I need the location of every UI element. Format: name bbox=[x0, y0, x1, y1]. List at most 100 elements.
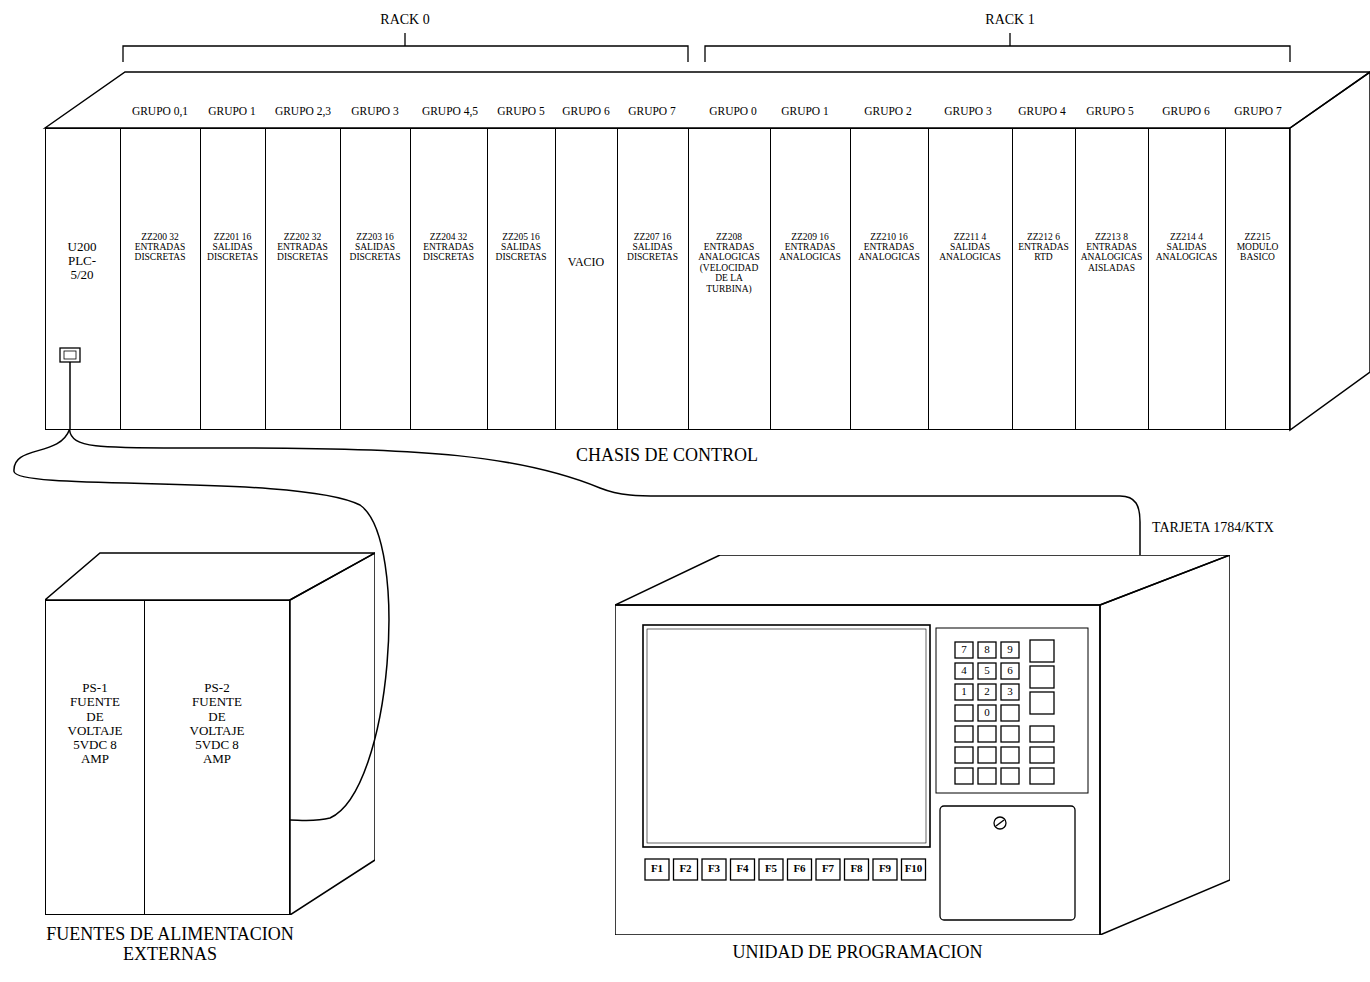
key bbox=[978, 747, 996, 763]
function-key-label: F3 bbox=[708, 862, 720, 875]
group-label: GRUPO 4,5 bbox=[422, 105, 478, 118]
io-module: ZZ203 16 SALIDAS DISCRETAS bbox=[340, 128, 410, 430]
communication-port bbox=[64, 351, 76, 359]
control-chassis: CHASIS DE CONTROLU200 PLC-5/20ZZ200 32 E… bbox=[45, 128, 1290, 430]
enclosure-top-face bbox=[45, 553, 375, 600]
group-label: GRUPO 5 bbox=[1086, 105, 1134, 118]
module-label: ZZ212 6 ENTRADAS RTD bbox=[1018, 232, 1069, 263]
key bbox=[955, 663, 973, 679]
group-label: GRUPO 5 bbox=[497, 105, 545, 118]
key bbox=[978, 726, 996, 742]
io-module: ZZ211 4 SALIDAS ANALOGICAS bbox=[928, 128, 1012, 430]
module-label: VACIO bbox=[568, 256, 604, 269]
key bbox=[1001, 663, 1019, 679]
function-key bbox=[902, 859, 926, 880]
key bbox=[978, 663, 996, 679]
terminal-screen bbox=[647, 629, 926, 843]
terminal-top-face bbox=[615, 555, 1230, 605]
function-key bbox=[645, 859, 669, 880]
group-label: GRUPO 4 bbox=[1018, 105, 1066, 118]
cable-stub bbox=[69, 362, 71, 429]
key bbox=[978, 768, 996, 784]
io-module: ZZ201 16 SALIDAS DISCRETAS bbox=[200, 128, 265, 430]
key-label: 5 bbox=[984, 664, 990, 677]
function-key bbox=[731, 859, 755, 880]
key bbox=[1001, 768, 1019, 784]
key bbox=[1030, 768, 1054, 784]
key bbox=[1001, 642, 1019, 658]
key-label: 7 bbox=[961, 643, 967, 656]
terminal-outline bbox=[615, 555, 1230, 935]
rack-bracket bbox=[123, 33, 688, 62]
function-key-label: F8 bbox=[850, 862, 862, 875]
key bbox=[1001, 705, 1019, 721]
terminal-side-face bbox=[1100, 555, 1230, 935]
function-key bbox=[788, 859, 812, 880]
function-key-label: F1 bbox=[651, 862, 663, 875]
rack-label: RACK 1 bbox=[985, 12, 1034, 28]
module-label: ZZ215 MODULO BASICO bbox=[1237, 232, 1279, 263]
module-label: ZZ203 16 SALIDAS DISCRETAS bbox=[350, 232, 401, 263]
function-key bbox=[759, 859, 783, 880]
interface-card-label: TARJETA 1784/KTX bbox=[1152, 520, 1274, 536]
key-label: 4 bbox=[961, 664, 967, 677]
module-label: ZZ213 8 ENTRADAS ANALOGICAS AISLADAS bbox=[1081, 232, 1143, 274]
key bbox=[1030, 726, 1054, 742]
io-module: ZZ212 6 ENTRADAS RTD bbox=[1012, 128, 1075, 430]
module-label: ZZ210 16 ENTRADAS ANALOGICAS bbox=[858, 232, 920, 263]
key-label: 3 bbox=[1007, 685, 1013, 698]
disk-drive bbox=[940, 806, 1075, 920]
group-label: GRUPO 1 bbox=[781, 105, 829, 118]
group-label: GRUPO 0 bbox=[709, 105, 757, 118]
function-key bbox=[816, 859, 840, 880]
io-module: ZZ205 16 SALIDAS DISCRETAS bbox=[487, 128, 555, 430]
io-module: ZZ215 MODULO BASICO bbox=[1225, 128, 1290, 430]
group-label: GRUPO 2,3 bbox=[275, 105, 331, 118]
key-label: 1 bbox=[961, 685, 967, 698]
group-label: GRUPO 3 bbox=[351, 105, 399, 118]
keypad-panel bbox=[936, 628, 1088, 793]
module-label: ZZ207 16 SALIDAS DISCRETAS bbox=[627, 232, 678, 263]
module-label: PS-2 FUENTE DE VOLTAJE 5VDC 8 AMP bbox=[190, 681, 245, 767]
group-label: GRUPO 0,1 bbox=[132, 105, 188, 118]
io-module: ZZ210 16 ENTRADAS ANALOGICAS bbox=[850, 128, 928, 430]
power-supply-enclosure: FUENTES DE ALIMENTACION EXTERNASPS-1 FUE… bbox=[45, 550, 375, 915]
group-label: GRUPO 3 bbox=[944, 105, 992, 118]
function-key-label: F5 bbox=[765, 862, 777, 875]
key bbox=[955, 747, 973, 763]
unit-heading: FUENTES DE ALIMENTACION EXTERNAS bbox=[25, 925, 315, 965]
io-module: ZZ208 ENTRADAS ANALOGICAS (VELOCIDAD DE … bbox=[688, 128, 770, 430]
power-supply: PS-1 FUENTE DE VOLTAJE 5VDC 8 AMP bbox=[45, 600, 145, 915]
module-label: ZZ208 ENTRADAS ANALOGICAS (VELOCIDAD DE … bbox=[698, 232, 760, 295]
module-label: ZZ209 16 ENTRADAS ANALOGICAS bbox=[779, 232, 841, 263]
group-label: GRUPO 1 bbox=[208, 105, 256, 118]
key bbox=[1030, 747, 1054, 763]
module-label: ZZ201 16 SALIDAS DISCRETAS bbox=[207, 232, 258, 263]
chassis-side-face bbox=[1290, 72, 1370, 430]
io-module: ZZ209 16 ENTRADAS ANALOGICAS bbox=[770, 128, 850, 430]
terminal-screen bbox=[643, 625, 930, 847]
function-key-label: F6 bbox=[793, 862, 805, 875]
function-key-label: F2 bbox=[679, 862, 691, 875]
terminal-front-face bbox=[615, 605, 1100, 935]
cable bbox=[14, 430, 389, 821]
drive-latch bbox=[996, 820, 1004, 826]
group-label: GRUPO 2 bbox=[864, 105, 912, 118]
io-module: ZZ204 32 ENTRADAS DISCRETAS bbox=[410, 128, 487, 430]
power-supply: PS-2 FUENTE DE VOLTAJE 5VDC 8 AMP bbox=[145, 600, 290, 915]
module-label: ZZ214 4 SALIDAS ANALOGICAS bbox=[1156, 232, 1218, 263]
key bbox=[1001, 726, 1019, 742]
key-label: 9 bbox=[1007, 643, 1013, 656]
plc-processor-module: U200 PLC-5/20 bbox=[45, 128, 120, 430]
function-key bbox=[873, 859, 897, 880]
io-module: ZZ214 4 SALIDAS ANALOGICAS bbox=[1148, 128, 1225, 430]
key-label: 2 bbox=[984, 685, 990, 698]
io-module: ZZ202 32 ENTRADAS DISCRETAS bbox=[265, 128, 340, 430]
group-label: GRUPO 7 bbox=[628, 105, 676, 118]
module-label: PS-1 FUENTE DE VOLTAJE 5VDC 8 AMP bbox=[68, 681, 123, 767]
function-key bbox=[845, 859, 869, 880]
key bbox=[955, 684, 973, 700]
drive-latch bbox=[994, 817, 1006, 829]
